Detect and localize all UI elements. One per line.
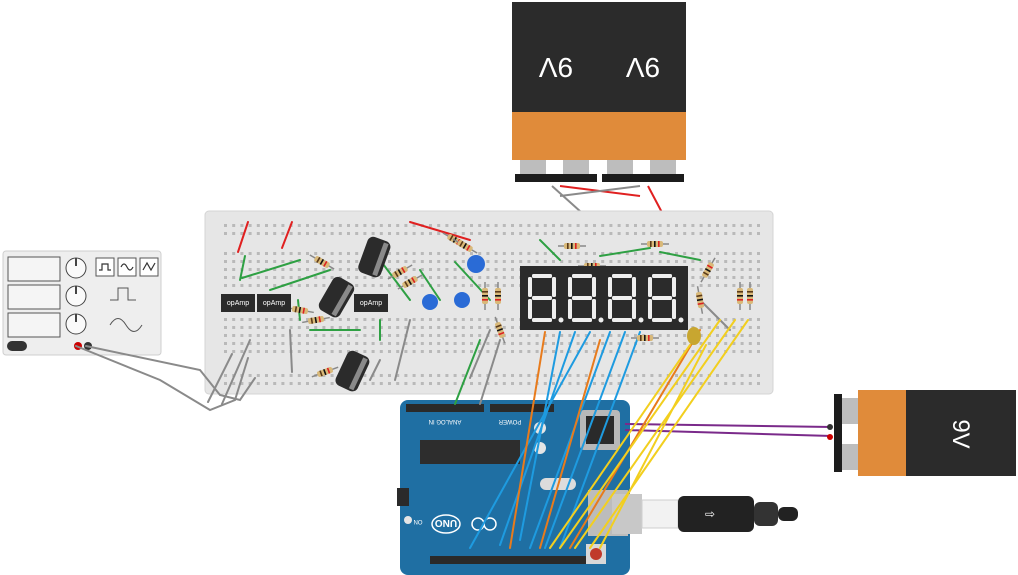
jumper-wire[interactable]	[394, 319, 411, 381]
resistor[interactable]	[641, 241, 669, 247]
arduino-uno[interactable]: ANALOG IN POWER ON UNO	[397, 400, 630, 575]
jumper-wire[interactable]	[454, 339, 481, 405]
display-digit	[568, 274, 604, 323]
led[interactable]	[687, 327, 701, 345]
function-generator	[2, 250, 162, 356]
electrolytic-capacitor[interactable]	[357, 235, 393, 279]
ceramic-capacitors	[422, 255, 485, 310]
jumper-wires	[75, 221, 749, 549]
opamp-label: opAmp	[360, 300, 382, 307]
jumper-wire[interactable]	[237, 221, 249, 253]
opamp-label: opAmp	[263, 300, 285, 307]
resistor[interactable]	[308, 252, 335, 271]
battery-right-leads	[624, 423, 833, 437]
triangle-wave-icon	[142, 261, 156, 272]
resistor[interactable]	[302, 315, 331, 326]
jumper-wire[interactable]	[221, 339, 251, 405]
battery-label: 9V	[626, 52, 661, 83]
seven-segment-display[interactable]	[520, 266, 688, 330]
battery-top-right[interactable]: 9V	[599, 2, 686, 182]
jumper-wire[interactable]	[409, 221, 471, 241]
resistor[interactable]	[495, 282, 501, 310]
opamp-chip[interactable]	[354, 294, 388, 312]
jumper-wire[interactable]	[469, 331, 591, 549]
power-header-label: POWER	[498, 418, 521, 424]
square-wave-button[interactable]	[95, 257, 115, 277]
battery-right[interactable]: 9V	[834, 390, 1016, 476]
jumper-wire[interactable]	[289, 329, 293, 373]
resistor[interactable]	[451, 236, 478, 255]
breadboard	[204, 210, 774, 395]
sine-wave-icon	[120, 263, 134, 271]
jumper-wire[interactable]	[207, 353, 233, 403]
jumper-wire[interactable]	[574, 319, 736, 549]
jumper-wire[interactable]	[469, 329, 491, 379]
jumper-wire[interactable]	[539, 239, 561, 261]
usb-icon: ⇨	[705, 507, 715, 521]
resistor[interactable]	[695, 286, 706, 315]
resistor[interactable]	[396, 272, 423, 291]
ceramic-capacitor[interactable]	[454, 292, 470, 308]
jumper-wire[interactable]	[509, 331, 546, 549]
usb-cable: ⇨	[612, 494, 798, 534]
jumper-wire[interactable]	[75, 345, 249, 412]
jumper-wire[interactable]	[559, 319, 721, 549]
battery-top-left[interactable]: 9V	[512, 2, 599, 182]
uno-logo	[431, 514, 461, 534]
resistor[interactable]	[698, 256, 717, 283]
battery-label: 9V	[539, 52, 574, 83]
jumper-wire[interactable]	[659, 251, 701, 261]
jumper-wire[interactable]	[419, 269, 441, 301]
jumper-wire[interactable]	[539, 339, 601, 549]
analog-header-label: ANALOG IN	[429, 418, 462, 424]
jumper-wire[interactable]	[549, 344, 691, 549]
resistor[interactable]	[482, 282, 488, 310]
display-digit	[528, 274, 564, 323]
jumper-wire[interactable]	[499, 331, 576, 546]
electrolytic-capacitor[interactable]	[334, 349, 372, 394]
jumper-wire[interactable]	[519, 331, 561, 541]
jumper-wire[interactable]	[599, 247, 651, 257]
jumper-wire[interactable]	[239, 255, 246, 281]
jumper-wire[interactable]	[529, 331, 611, 549]
display-digit	[648, 274, 684, 323]
jumper-wire[interactable]	[369, 359, 381, 381]
jumper-wire[interactable]	[599, 344, 707, 549]
power-switch[interactable]	[7, 341, 27, 351]
resistor[interactable]	[558, 243, 586, 249]
electrolytic-capacitor[interactable]	[317, 275, 357, 320]
resistor[interactable]	[311, 364, 339, 379]
jumper-wire[interactable]	[379, 259, 411, 301]
ceramic-capacitor[interactable]	[467, 255, 485, 273]
resistor[interactable]	[747, 282, 753, 310]
resistor[interactable]	[492, 316, 507, 344]
jumper-wire[interactable]	[699, 299, 731, 331]
capacitors-electrolytic	[317, 235, 393, 394]
resistor[interactable]	[737, 282, 743, 310]
arduino-model-label: UNO	[435, 517, 457, 528]
opamp-chip[interactable]	[257, 294, 291, 312]
jumper-wire[interactable]	[479, 339, 501, 405]
battery-label: 9V	[947, 419, 974, 448]
resistor[interactable]	[631, 335, 659, 341]
jumper-wire[interactable]	[269, 269, 331, 291]
display-digit	[608, 274, 644, 323]
resistor[interactable]	[386, 262, 413, 281]
jumper-wire[interactable]	[281, 221, 293, 249]
jumper-wire[interactable]	[559, 331, 641, 549]
opamp-label: opAmp	[227, 300, 249, 307]
square-wave-icon	[99, 263, 111, 271]
opamp-chips: opAmp opAmp opAmp	[221, 294, 388, 312]
ceramic-capacitor[interactable]	[422, 294, 438, 310]
opamp-chip[interactable]	[221, 294, 255, 312]
jumper-wire[interactable]	[589, 319, 749, 549]
jumper-wire[interactable]	[85, 345, 256, 402]
jumper-wire[interactable]	[569, 329, 701, 549]
on-label: ON	[414, 518, 423, 524]
jumper-wire[interactable]	[241, 259, 301, 279]
jumper-wire[interactable]	[544, 331, 626, 549]
